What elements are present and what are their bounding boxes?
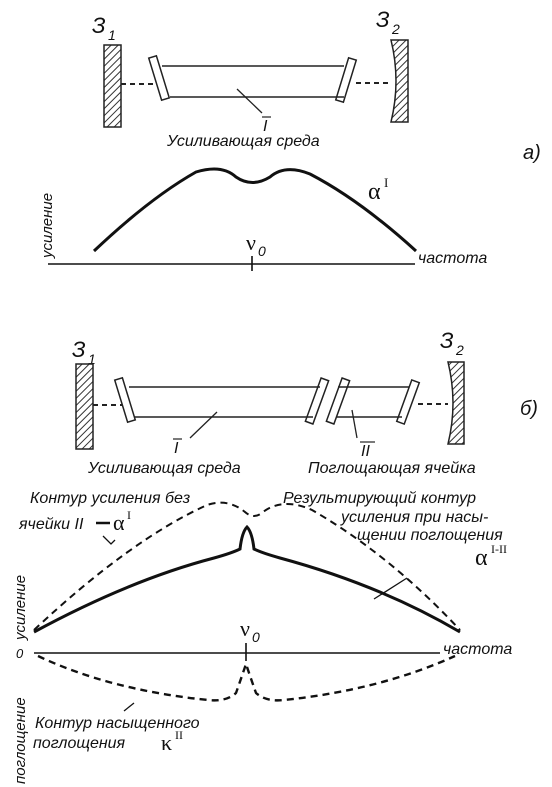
result-label-line1: Результирующий контур — [283, 490, 476, 507]
kappa-symbol: κ — [161, 730, 172, 755]
brewster-window-b1 — [113, 376, 137, 424]
result-label-line2: усиления при насы- — [340, 509, 488, 526]
mirror-1-subscript-b: 1 — [88, 351, 96, 367]
alpha-i-superscript: I — [384, 175, 388, 190]
y-axis-label-absorption: поглощение — [12, 697, 29, 784]
absorption-label-line2: поглощения — [33, 735, 126, 752]
panel-b: З 1 З 2 I II Усиливающая среда Поглощающ — [12, 328, 538, 784]
alpha-i-symbol: α — [368, 179, 381, 205]
zero-label: 0 — [16, 646, 24, 661]
x-axis-label-b: частота — [443, 641, 512, 658]
gain-contour-alpha: α — [113, 510, 125, 535]
absorber-label: Поглощающая ячейка — [308, 460, 476, 477]
cell-numeral-ii-b: II — [361, 443, 370, 460]
gain-contour-leader — [102, 535, 116, 545]
mirror-2 — [390, 39, 409, 123]
nu-subscript: 0 — [258, 243, 266, 259]
gain-contour-sup: I — [127, 508, 131, 522]
medium-label-b: Усиливающая среда — [87, 460, 241, 477]
saturated-absorption-contour — [37, 654, 456, 702]
unsaturated-gain-contour — [33, 501, 461, 631]
gain-contour-label-line1: Контур усиления без — [30, 490, 190, 507]
mirror-2-letter-b: З — [440, 328, 454, 353]
panel-a: З 1 З 2 I Усиливающая среда а) усиление — [39, 7, 541, 271]
brewster-window-b2 — [304, 377, 330, 425]
cell-numeral-i-b: I — [174, 440, 179, 457]
result-alpha: α — [475, 545, 488, 571]
nu-symbol-b: ν — [240, 616, 250, 641]
nu-subscript-b: 0 — [252, 629, 260, 645]
brewster-window-1 — [147, 54, 171, 102]
mirror-1-letter-b: З — [72, 337, 86, 362]
mirror-1 — [103, 44, 122, 128]
mirror-2-subscript: 2 — [391, 21, 400, 37]
mirror-2-b — [447, 361, 465, 445]
resulting-gain-contour — [33, 524, 461, 634]
mirror-2-letter: З — [376, 7, 390, 32]
result-sup: I-II — [491, 542, 507, 556]
mirror-1-label-b: З 1 — [72, 337, 96, 367]
cell-numeral-i: I — [263, 118, 268, 135]
y-axis-label-gain: усиление — [39, 193, 56, 259]
mirror-1-subscript: 1 — [108, 27, 116, 43]
absorber-pointer — [351, 409, 358, 439]
mirror-2-subscript-b: 2 — [455, 342, 464, 358]
nu-symbol: ν — [246, 230, 256, 255]
brewster-window-2 — [334, 56, 358, 104]
panel-letter-a: а) — [523, 142, 541, 164]
amplifier-pointer — [189, 411, 218, 439]
brewster-window-b4 — [395, 378, 421, 426]
mirror-1-label: З 1 — [92, 13, 116, 43]
mirror-2-label-b: З 2 — [440, 328, 464, 358]
panel-letter-b: б) — [520, 398, 538, 420]
result-label-line3: щении поглощения — [357, 527, 503, 544]
gain-contour-label-line2: ячейки II — [18, 516, 84, 533]
cell-pointer — [236, 88, 263, 114]
result-leader — [373, 577, 408, 600]
mirror-1-letter: З — [92, 13, 106, 38]
absorption-leader — [123, 702, 135, 712]
mirror-2-label: З 2 — [376, 7, 400, 37]
x-axis-label: частота — [418, 250, 487, 267]
brewster-window-b3 — [325, 377, 351, 425]
medium-label: Усиливающая среда — [166, 133, 320, 150]
mirror-1-b — [75, 363, 94, 450]
absorption-label-line1: Контур насыщенного — [35, 715, 200, 732]
gain-curve-alpha-i — [92, 167, 418, 253]
y-axis-label-gain-b: усиление — [12, 575, 29, 641]
kappa-sup: II — [175, 728, 183, 742]
